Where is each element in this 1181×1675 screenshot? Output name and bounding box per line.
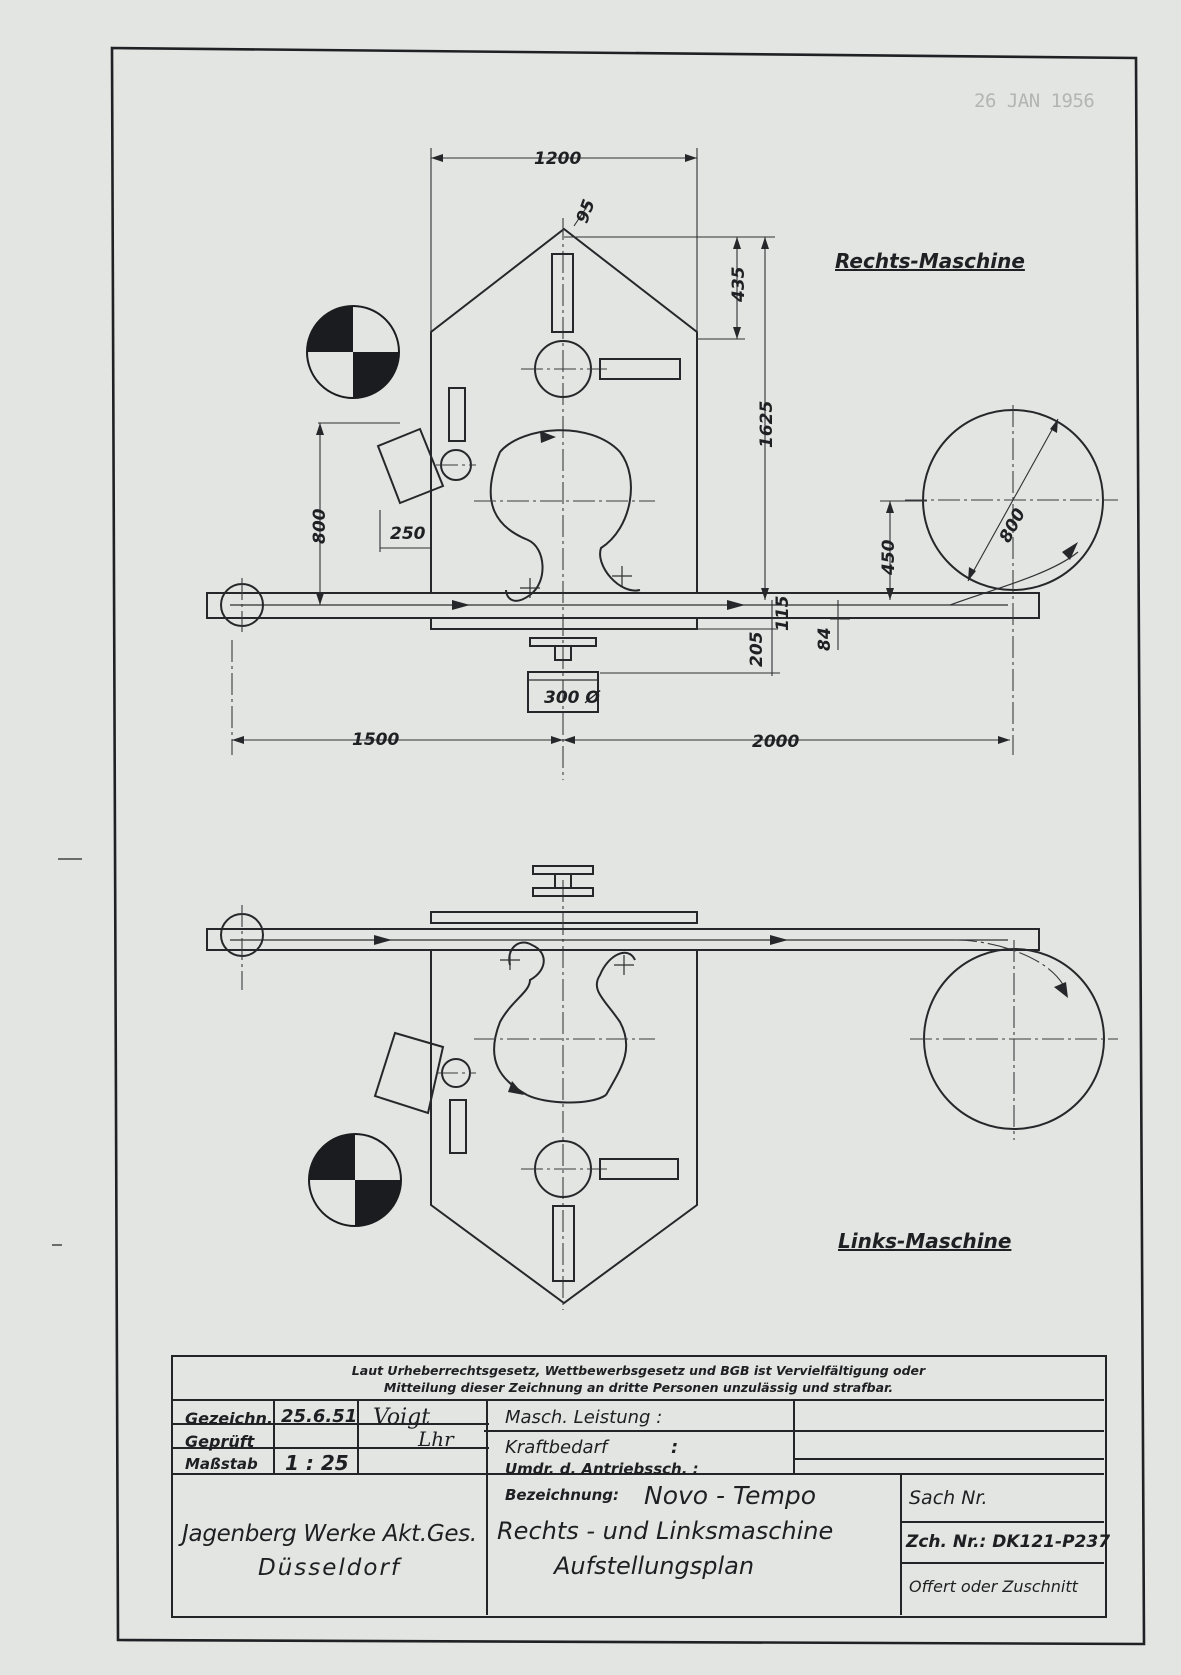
roll-web bbox=[949, 551, 1079, 606]
gezeichn-label: Gezeichn. bbox=[185, 1409, 273, 1428]
conveyor-band bbox=[206, 928, 1040, 951]
kraftbedarf-label: Kraftbedarf bbox=[505, 1437, 608, 1458]
bezeichnung-label: Bezeichnung: bbox=[505, 1486, 619, 1504]
offert-label: Offert oder Zuschnitt bbox=[909, 1577, 1078, 1596]
machine-body-outline bbox=[430, 950, 698, 1305]
machine-name: Novo - Tempo bbox=[644, 1481, 817, 1510]
flow-arrow-1 bbox=[374, 935, 392, 945]
kraftbedarf-colon: : bbox=[671, 1437, 679, 1458]
notice-line-1: Laut Urheberrechtsgesetz, Wettbewerbsges… bbox=[351, 1363, 926, 1378]
flow-arrow-2 bbox=[727, 600, 745, 610]
divider bbox=[902, 1562, 1104, 1564]
signature-checked: Lhr bbox=[418, 1427, 454, 1451]
drawing-number: Zch. Nr.: DK121-P237 bbox=[906, 1532, 1111, 1552]
divider bbox=[173, 1473, 1104, 1475]
pulley-300 bbox=[527, 671, 599, 713]
fold-mark bbox=[58, 858, 82, 860]
conveyor-band bbox=[206, 592, 1040, 619]
rechts-maschine-plan bbox=[206, 218, 1118, 780]
horizontal-slot bbox=[599, 1158, 679, 1180]
machine-body-outline bbox=[430, 227, 698, 592]
signature-drawn: Voigt bbox=[373, 1405, 431, 1430]
keyhole-cross-left bbox=[500, 950, 520, 970]
divider bbox=[173, 1423, 489, 1425]
base-plate bbox=[430, 617, 698, 630]
divider bbox=[793, 1458, 1104, 1460]
flow-arrow-2 bbox=[770, 935, 788, 945]
drawn-date: 25.6.51 bbox=[281, 1406, 358, 1427]
title-block: Laut Urheberrechtsgesetz, Wettbewerbsges… bbox=[171, 1355, 1111, 1618]
divider bbox=[173, 1399, 1104, 1401]
dim-2000: 2000 bbox=[752, 732, 799, 752]
drawing-frame bbox=[110, 46, 1146, 1646]
keyhole-outline bbox=[493, 941, 636, 1096]
rotation-arrow bbox=[508, 1081, 524, 1095]
received-date-stamp: 26 JAN 1956 bbox=[974, 90, 1095, 112]
dim-800-left: 800 bbox=[310, 508, 330, 544]
rechts-maschine-title: Rechts-Maschine bbox=[835, 249, 1025, 273]
edge-mark bbox=[52, 1244, 62, 1246]
keyhole-bottom bbox=[526, 1094, 607, 1104]
umdr-label: Umdr. d. Antriebssch. : bbox=[505, 1460, 699, 1478]
dim-1625: 1625 bbox=[757, 401, 777, 448]
gear-top bbox=[532, 865, 594, 875]
notice-line-2: Mitteilung dieser Zeichnung an dritte Pe… bbox=[383, 1380, 894, 1395]
company-name: Jagenberg Werke Akt.Ges. Düsseldorf bbox=[173, 1517, 486, 1585]
roll-arrow bbox=[1054, 982, 1068, 998]
reference-symbol-bottom bbox=[308, 1133, 402, 1227]
horizontal-slot bbox=[599, 358, 681, 380]
geprueft-label: Geprüft bbox=[185, 1432, 255, 1451]
upper-slot bbox=[551, 253, 574, 333]
small-slot bbox=[449, 1099, 467, 1154]
keyhole-cross-left bbox=[520, 578, 540, 598]
divider bbox=[486, 1401, 488, 1615]
divider bbox=[273, 1401, 275, 1473]
divider bbox=[173, 1447, 489, 1449]
dim-84: 84 bbox=[815, 627, 835, 651]
flow-arrow-1 bbox=[452, 600, 470, 610]
dim-115: 115 bbox=[773, 596, 793, 632]
links-maschine-title: Links-Maschine bbox=[838, 1229, 1011, 1253]
dim-250: 250 bbox=[390, 524, 426, 544]
copyright-notice: Laut Urheberrechtsgesetz, Wettbewerbsges… bbox=[173, 1357, 1104, 1401]
masch-leistung-label: Masch. Leistung : bbox=[505, 1407, 663, 1428]
base-plate bbox=[430, 911, 698, 924]
small-slot bbox=[448, 387, 466, 442]
dim-800-roll: 800 bbox=[996, 505, 1030, 546]
links-maschine-plan bbox=[206, 865, 1118, 1310]
divider bbox=[900, 1475, 902, 1615]
lower-slot bbox=[552, 1205, 575, 1282]
tilted-box bbox=[376, 427, 445, 505]
massstab-label: Maßstab bbox=[185, 1455, 258, 1473]
dim-1200: 1200 bbox=[534, 149, 581, 169]
tilted-box bbox=[373, 1031, 445, 1115]
scale-value: 1 : 25 bbox=[285, 1451, 349, 1475]
keyhole-outline bbox=[489, 429, 641, 602]
reference-symbol-top bbox=[306, 305, 400, 399]
company-line-1: Jagenberg Werke Akt.Ges. bbox=[182, 1521, 477, 1547]
divider bbox=[902, 1521, 1104, 1523]
rotation-arrow bbox=[540, 431, 556, 443]
gear-stem bbox=[554, 645, 572, 661]
dim-435: 435 bbox=[729, 267, 749, 304]
drawing-description-line-3: Aufstellungsplan bbox=[554, 1552, 755, 1580]
dim-300: 300 Ø bbox=[544, 688, 601, 708]
sach-nr-label: Sach Nr. bbox=[909, 1487, 988, 1509]
gear-bottom bbox=[532, 887, 594, 897]
divider bbox=[357, 1401, 359, 1473]
keyhole-cross-right bbox=[614, 955, 634, 975]
drawing-description-line-2: Rechts - und Linksmaschine bbox=[497, 1517, 834, 1545]
dimension-lines bbox=[232, 148, 1059, 744]
roll-arrow bbox=[1062, 542, 1078, 560]
dim-205: 205 bbox=[747, 632, 767, 668]
dim-95: 95 bbox=[573, 197, 600, 226]
keyhole-cross-right bbox=[612, 566, 632, 586]
roll-web bbox=[954, 939, 1067, 991]
dim-450: 450 bbox=[879, 539, 899, 576]
company-city: Düsseldorf bbox=[257, 1555, 402, 1581]
divider bbox=[793, 1401, 795, 1473]
dim-1500: 1500 bbox=[352, 730, 399, 750]
